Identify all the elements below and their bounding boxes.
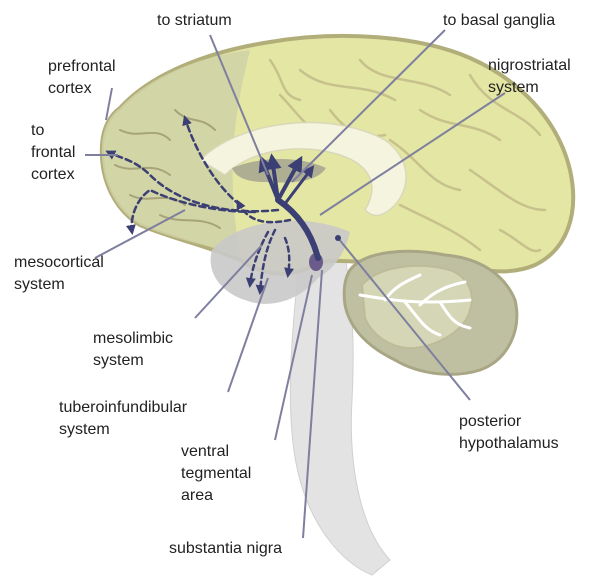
label-to-striatum: to striatum [157,10,232,32]
label-substantia-nigra: substantia nigra [169,538,282,560]
label-mesolimbic-system: mesolimbic system [93,328,173,372]
label-to-frontal-cortex: to frontal cortex [31,120,75,186]
label-to-basal-ganglia: to basal ganglia [443,10,555,32]
hypothalamus-marker [335,235,341,241]
label-ventral-tegmental-area: ventral tegmental area [181,441,251,507]
label-prefrontal-cortex: prefrontal cortex [48,56,116,100]
label-tuberoinfundibular-system: tuberoinfundibular system [59,397,187,441]
label-nigrostriatal-system: nigrostriatal system [488,55,571,99]
label-posterior-hypothalamus: posterior hypothalamus [459,411,559,455]
label-mesocortical-system: mesocortical system [14,252,104,296]
